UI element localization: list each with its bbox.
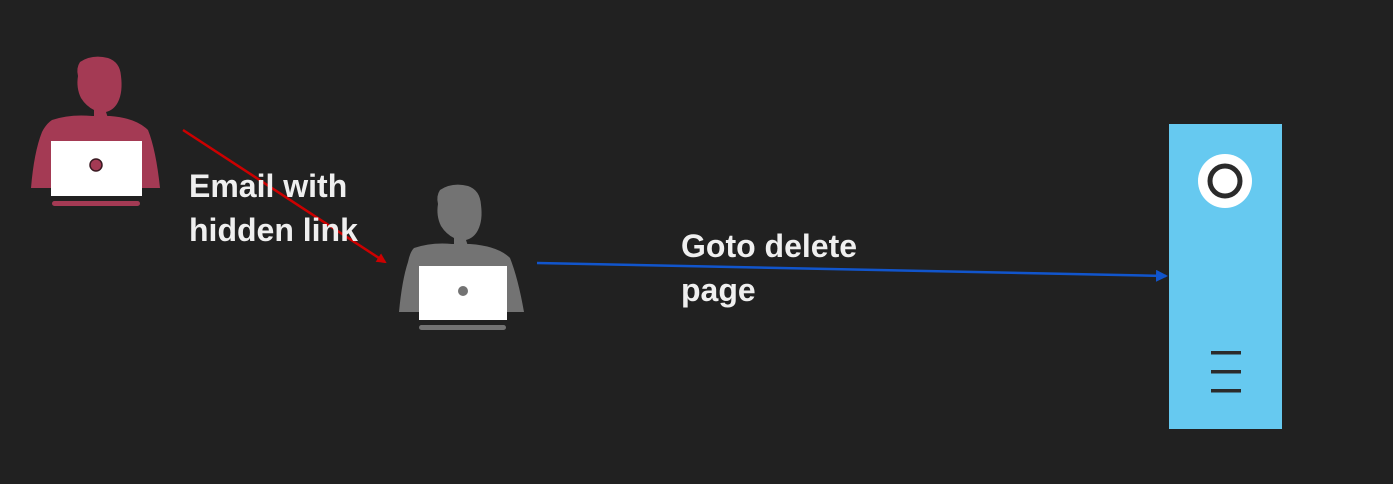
- server-power-button: [1198, 154, 1252, 208]
- request-label-line2: page: [681, 272, 756, 308]
- victim-laptop-icon: [419, 266, 507, 320]
- victim-laptop-dot: [458, 286, 468, 296]
- server-vent-line-2: [1211, 370, 1241, 374]
- attacker-laptop-dot: [89, 158, 103, 172]
- server-power-ring: [1207, 163, 1243, 199]
- email-arrow: [182, 128, 387, 264]
- server-vent-line-1: [1211, 351, 1241, 355]
- attacker-head: [77, 56, 122, 118]
- server-icon: [1169, 124, 1282, 429]
- email-label-line1: Email with: [189, 168, 347, 204]
- victim-base: [419, 325, 506, 330]
- email-label-line2: hidden link: [189, 212, 358, 248]
- victim-head: [437, 184, 482, 246]
- server-vent-line-3: [1211, 389, 1241, 393]
- request-arrow: [536, 261, 1168, 282]
- attacker-laptop-icon: [51, 141, 142, 196]
- request-label-line1: Goto delete: [681, 228, 857, 264]
- attacker-base: [52, 201, 140, 206]
